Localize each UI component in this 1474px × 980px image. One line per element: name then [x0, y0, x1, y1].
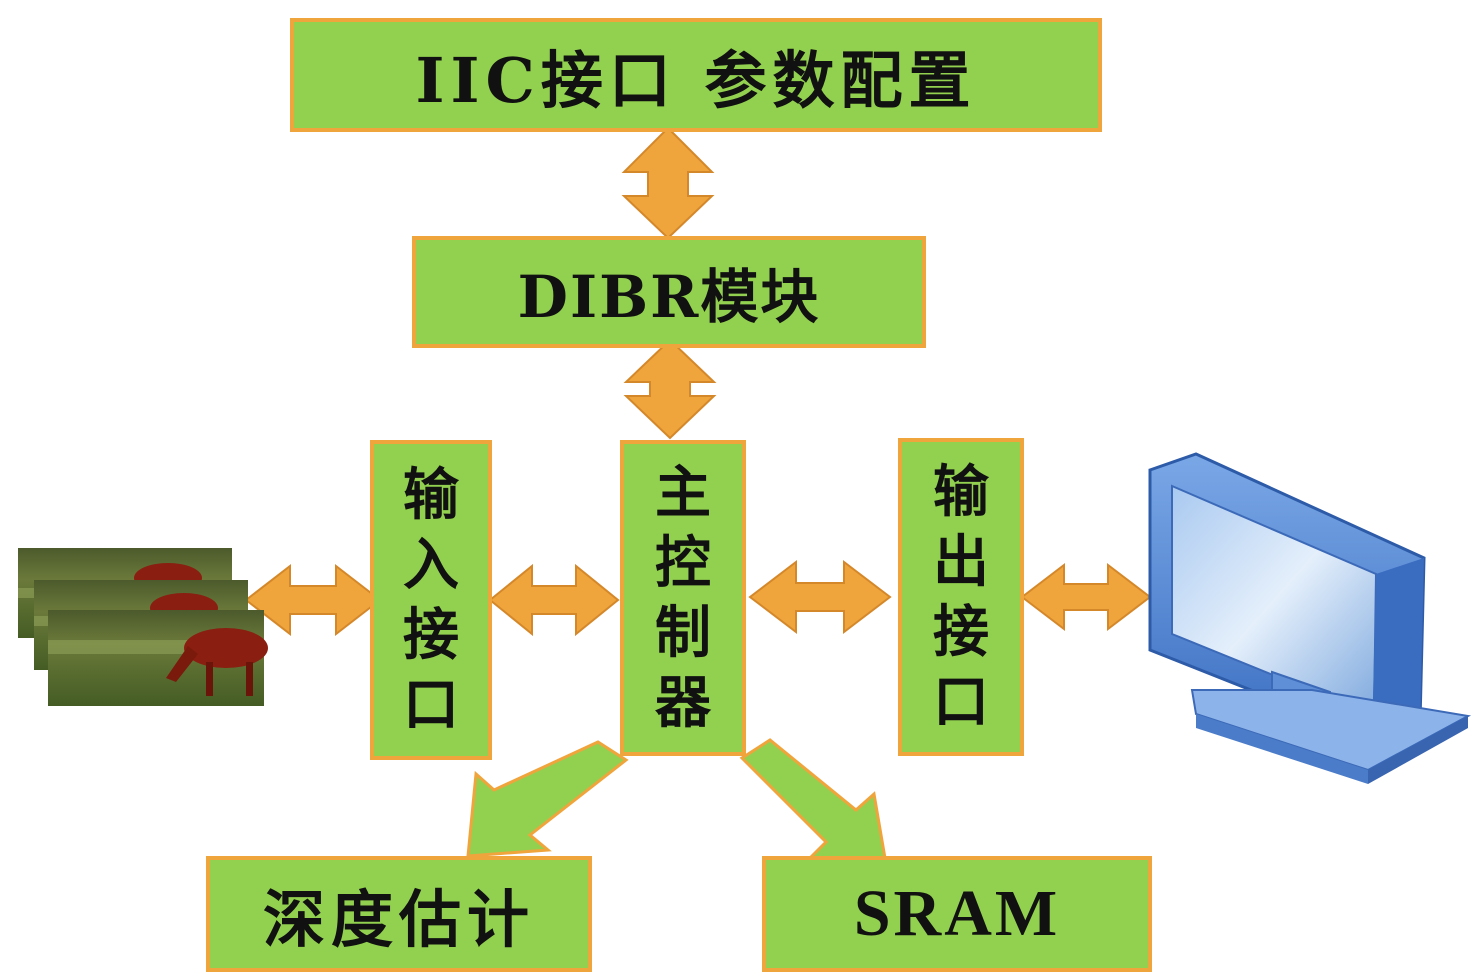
arrow-images-input — [244, 563, 382, 637]
arrow-dibr-controller — [623, 338, 717, 440]
arrow-controller-depth — [466, 740, 629, 858]
arrow-input-controller — [488, 563, 620, 637]
depth-estimation-label: 深度估计 — [262, 883, 535, 956]
output-interface-block: 输出接口 — [898, 438, 1024, 756]
output-interface-label: 输出接口 — [933, 459, 989, 735]
depth-estimation-block: 深度估计 — [206, 856, 592, 972]
monitor-icon — [1148, 452, 1472, 784]
arrow-controller-sram — [739, 738, 888, 866]
iic-config-label: IIC接口 参数配置 — [415, 44, 977, 117]
dibr-module-label: DIBR模块 — [517, 263, 821, 331]
main-controller-label: 主控制器 — [655, 460, 711, 736]
input-interface-block: 输入接口 — [370, 440, 492, 760]
iic-config-block: IIC接口 参数配置 — [290, 18, 1102, 132]
sram-block: SRAM — [762, 856, 1152, 972]
sram-label: SRAM — [853, 877, 1061, 950]
arrow-iic-dibr — [621, 126, 715, 240]
main-controller-block: 主控制器 — [620, 440, 746, 756]
horse-image-stack-icon — [18, 548, 268, 706]
arrow-controller-output — [748, 559, 892, 635]
input-interface-label: 输入接口 — [403, 462, 459, 738]
dibr-module-block: DIBR模块 — [412, 236, 926, 348]
arrow-output-monitor — [1020, 562, 1152, 632]
